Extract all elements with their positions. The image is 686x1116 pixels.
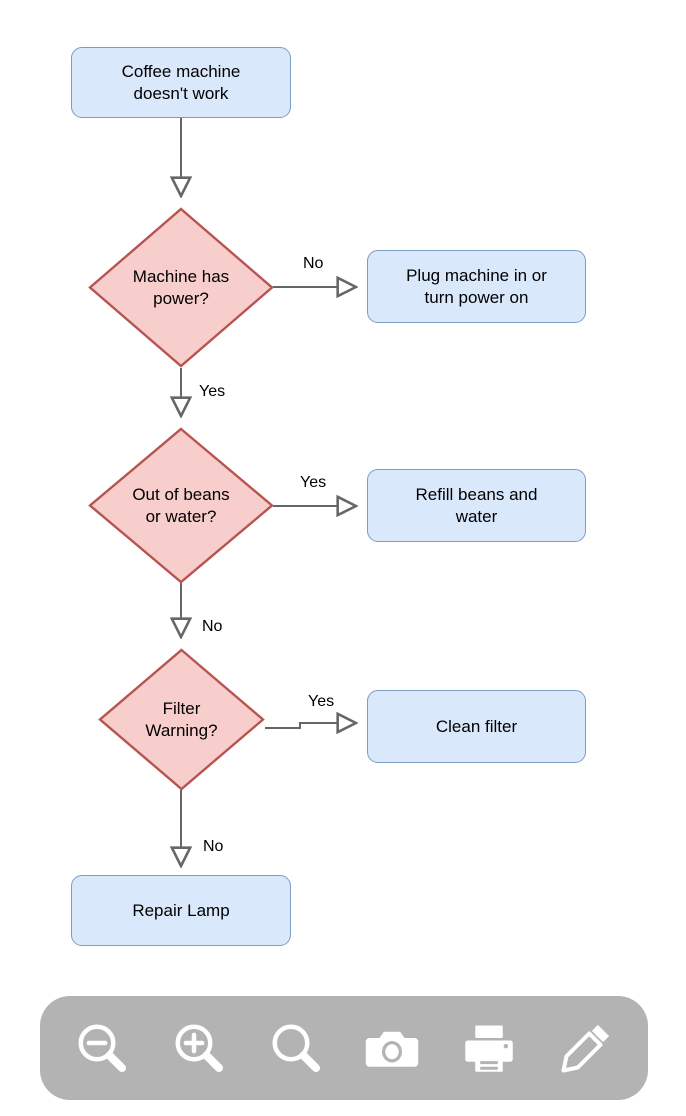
node-repair[interactable]: Repair Lamp — [71, 875, 291, 946]
zoom-out-icon — [78, 1024, 127, 1072]
node-start-label: Coffee machine doesn't work — [122, 61, 241, 105]
node-power[interactable]: Machine has power? — [88, 207, 274, 368]
node-plugin-line2: turn power on — [424, 287, 529, 307]
zoom-in-icon — [175, 1024, 223, 1072]
connector-layer — [0, 118, 686, 1000]
edge-filter-to-cleanfilter — [265, 723, 356, 728]
node-plugin[interactable]: Plug machine in or turn power on — [367, 250, 586, 323]
node-start-line2: doesn't work — [133, 83, 229, 103]
bottom-toolbar — [40, 996, 648, 1100]
zoom-out-button[interactable] — [69, 1015, 135, 1081]
edge-label-filter-yes: Yes — [308, 693, 335, 710]
node-start[interactable]: Coffee machine doesn't work — [71, 47, 291, 118]
diamond-shape — [98, 648, 265, 791]
printer-icon — [465, 1025, 513, 1072]
node-refill-line1: Refill beans and — [415, 484, 538, 504]
print-button[interactable] — [456, 1015, 522, 1081]
node-cleanfilter-label: Clean filter — [435, 716, 518, 736]
node-refill-label: Refill beans and water — [416, 484, 538, 528]
edit-button[interactable] — [553, 1015, 619, 1081]
edge-label-supplies-yes: Yes — [300, 474, 327, 491]
node-plugin-label: Plug machine in or turn power on — [406, 265, 547, 309]
node-filter[interactable]: Filter Warning? — [98, 648, 265, 791]
diamond-shape — [88, 427, 274, 584]
camera-button[interactable] — [359, 1015, 425, 1081]
edge-label-supplies-no: No — [202, 618, 223, 635]
node-supplies[interactable]: Out of beans or water? — [88, 427, 274, 584]
node-repair-label: Repair Lamp — [132, 900, 230, 920]
search-icon — [272, 1024, 320, 1072]
node-refill[interactable]: Refill beans and water — [367, 469, 586, 542]
node-cleanfilter[interactable]: Clean filter — [367, 690, 586, 763]
node-refill-line2: water — [455, 506, 498, 526]
node-plugin-line1: Plug machine in or — [406, 265, 547, 285]
edge-label-filter-no: No — [203, 838, 224, 855]
camera-icon — [366, 1031, 419, 1067]
pencil-icon — [561, 1024, 609, 1073]
edge-label-power-yes: Yes — [199, 383, 226, 400]
zoom-in-button[interactable] — [166, 1015, 232, 1081]
node-start-line1: Coffee machine — [121, 61, 241, 81]
search-button[interactable] — [263, 1015, 329, 1081]
edge-label-power-no: No — [303, 255, 324, 272]
diamond-shape — [88, 207, 274, 368]
